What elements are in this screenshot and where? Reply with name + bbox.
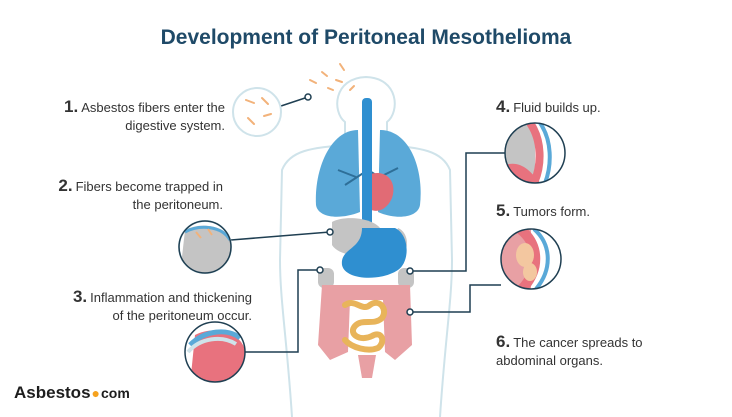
logo-domain: com [101,385,130,401]
detail-circle-5-tumors [500,228,562,290]
step-3-line1: Inflammation and thickening [90,290,252,305]
step-3-line2: of the peritoneum occur. [112,308,252,323]
step-2-label: 2.Fibers become trapped in the peritoneu… [20,177,223,214]
step-6-label: 6.The cancer spreads to abdominal organs… [496,333,706,370]
step-2-line1: Fibers become trapped in [75,179,223,194]
large-intestine [318,285,412,360]
step-1-line2: digestive system. [125,118,225,133]
detail-circle-3-thickening [184,321,246,383]
logo-dot-icon: ● [91,385,100,401]
stomach [341,228,407,278]
step-5-line1: Tumors form. [513,204,590,219]
step-3-number: 3. [72,287,88,306]
step-5-number: 5. [496,201,511,220]
step-1-line1: Asbestos fibers enter the [81,100,225,115]
step-2-number: 2. [58,176,73,195]
esophagus [362,98,372,228]
step-1-label: 1.Asbestos fibers enter the digestive sy… [30,98,225,135]
asbestos-logo: Asbestos●com [14,383,130,403]
step-3-label: 3.Inflammation and thickening of the per… [20,288,252,325]
page-title: Development of Peritoneal Mesothelioma [160,26,572,49]
detail-circle-4-fluid [504,122,566,184]
detail-circle-2-trapped [178,220,232,274]
step-5-label: 5.Tumors form. [496,202,696,221]
logo-name: Asbestos [14,383,91,402]
step-6-line1: The cancer spreads to [513,335,643,350]
connector-dots [304,93,414,316]
asbestos-fibers-mouth [309,63,355,91]
connector-lines [230,96,505,353]
step-4-line1: Fluid builds up. [513,100,601,115]
step-4-number: 4. [496,97,511,116]
heart [366,172,394,211]
step-4-label: 4.Fluid builds up. [496,98,696,117]
left-lung [315,130,360,217]
detail-circle-1-fibers [232,87,282,137]
step-2-line2: the peritoneum. [132,197,223,212]
step-6-number: 6. [496,332,511,351]
step-6-line2: abdominal organs. [496,353,603,368]
step-1-number: 1. [64,97,79,116]
rectum [358,355,376,378]
small-intestine [342,299,388,353]
